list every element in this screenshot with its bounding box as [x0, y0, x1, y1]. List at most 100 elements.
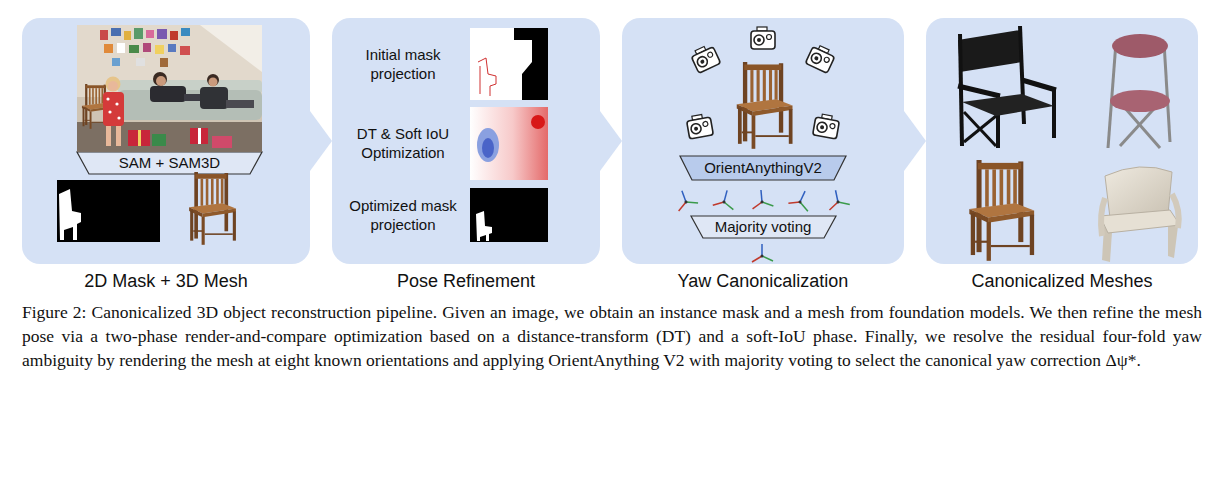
trapezoid-shape — [680, 156, 846, 180]
initial-projection — [470, 28, 548, 100]
input-photo — [134, 28, 143, 39]
director-chair — [958, 26, 1056, 148]
input-photo — [157, 29, 167, 39]
input-photo — [108, 110, 111, 113]
input-photo — [106, 77, 121, 92]
yaw-scene — [672, 187, 698, 211]
yaw-scene — [752, 244, 773, 262]
reconstructed-mesh — [189, 172, 236, 245]
instance-mask — [57, 180, 160, 242]
plastic-chair — [1101, 198, 1105, 236]
stage-chevron — [310, 111, 332, 171]
input-photo — [200, 87, 228, 109]
stage-label: Pose Refinement — [332, 270, 600, 292]
input-photo — [77, 25, 262, 152]
distance-transform — [477, 128, 499, 162]
text-holder: 2D Mask + 3D Mesh — [22, 270, 310, 292]
stage-chevron — [600, 111, 622, 171]
director-chair — [1020, 26, 1024, 124]
input-photo — [209, 78, 218, 87]
input-photo — [143, 43, 151, 52]
distance-transform — [482, 138, 494, 158]
input-photo — [128, 130, 150, 146]
input-photo — [152, 134, 166, 146]
figure-caption: Figure 2: Canonicalized 3D object recons… — [22, 300, 1202, 372]
director-chair — [958, 30, 1022, 72]
input-photo — [129, 45, 139, 53]
initial-projection — [470, 28, 548, 100]
input-photo — [181, 28, 190, 36]
stage-panel: 2D Mask + 3D MeshSAM + SAM3D — [22, 18, 310, 264]
input-photo — [180, 46, 190, 55]
module-trapezoid: Majority voting — [691, 216, 836, 238]
yaw-scene — [690, 43, 721, 73]
director-chair — [964, 112, 996, 146]
input-photo — [106, 126, 111, 146]
module-label: Majority voting — [715, 218, 812, 236]
yaw-scene — [805, 43, 836, 73]
text-holder: Majority voting — [691, 216, 836, 238]
text-holder: Canonicalized Meshes — [926, 270, 1198, 292]
yaw-scene — [686, 113, 713, 139]
input-photo — [212, 136, 232, 148]
input-photo — [150, 86, 186, 102]
text-holder: Initial mask projection — [342, 45, 464, 83]
wooden-chair-mesh — [969, 160, 1034, 261]
director-chair — [962, 94, 1054, 116]
instance-mask — [59, 189, 81, 240]
input-photo — [100, 30, 108, 40]
folding-chair — [1164, 42, 1170, 142]
input-photo — [207, 74, 219, 86]
initial-projection — [480, 66, 481, 94]
stage-label: Canonicalized Meshes — [926, 270, 1198, 292]
input-photo — [108, 81, 118, 91]
input-photo — [111, 28, 121, 36]
text-holder: DT & Soft IoU Optimization — [342, 124, 464, 162]
text-holder: Yaw Canonicalization — [622, 270, 904, 292]
distance-transform — [470, 107, 548, 180]
folding-chair — [1120, 100, 1162, 146]
input-photo — [117, 116, 120, 119]
input-photo — [136, 58, 145, 66]
input-photo — [77, 25, 262, 97]
input-photo — [184, 94, 202, 101]
input-photo — [190, 128, 208, 144]
text-holder: OrientAnythingV2 — [680, 156, 846, 180]
plastic-chair — [1100, 167, 1180, 262]
stage-label: Yaw Canonicalization — [622, 270, 904, 292]
text-holder: SAM + SAM3D — [77, 152, 262, 174]
optimized-projection — [476, 211, 492, 241]
yaw-scene — [788, 187, 815, 212]
director-chair — [960, 34, 962, 146]
instance-mask — [57, 180, 160, 242]
input-photo — [226, 100, 254, 108]
input-photo — [118, 90, 262, 120]
director-chair — [958, 86, 1000, 96]
step-label: Optimized mask projection — [342, 196, 464, 234]
input-photo — [82, 84, 111, 129]
module-label: OrientAnythingV2 — [704, 159, 822, 177]
stage-panel: Canonicalized Meshes — [926, 18, 1198, 264]
director-chair — [1022, 80, 1056, 90]
stage-panel: Yaw CanonicalizationOrientAnythingV2Majo… — [622, 18, 904, 264]
module-label: SAM + SAM3D — [119, 154, 220, 172]
input-photo — [116, 126, 121, 146]
input-photo — [155, 45, 164, 54]
initial-projection — [470, 28, 532, 100]
director-chair — [964, 116, 996, 142]
input-photo — [156, 76, 166, 86]
yaw-scene — [751, 27, 775, 49]
caption-area: Figure 2: Canonicalized 3D object recons… — [22, 300, 1202, 372]
input-photo — [106, 97, 109, 100]
director-chair — [1052, 90, 1056, 138]
input-photo — [160, 58, 168, 67]
distance-transform — [470, 107, 548, 180]
input-photo — [170, 31, 178, 40]
input-photo — [115, 102, 118, 105]
wooden-chair-mesh — [969, 160, 1034, 261]
input-photo — [198, 128, 201, 144]
folding-chair — [1108, 34, 1170, 148]
input-photo — [168, 44, 176, 52]
